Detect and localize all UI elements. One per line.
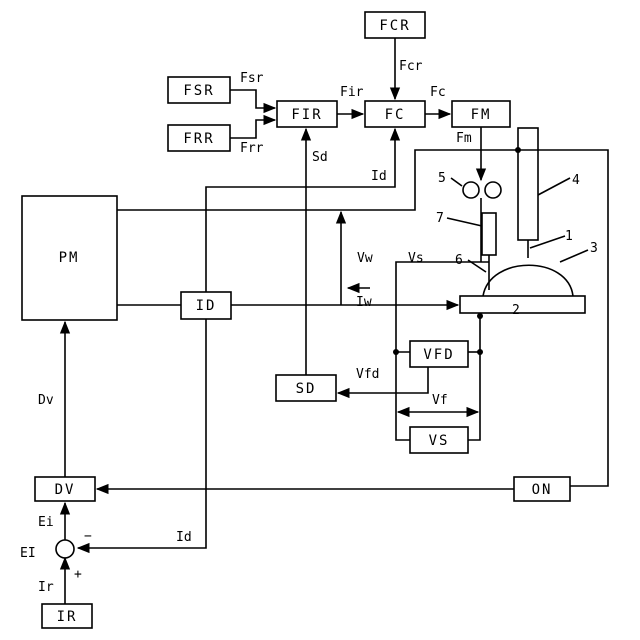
- label-iw: Iw: [356, 295, 372, 310]
- block-sd: SD: [276, 375, 336, 401]
- label-fsr: Fsr: [240, 71, 264, 86]
- part-5: 5: [438, 171, 446, 186]
- svg-text:FSR: FSR: [183, 83, 214, 99]
- label-fir: Fir: [340, 85, 364, 100]
- svg-text:DV: DV: [55, 482, 76, 498]
- signal-labels: Fcr Fsr Frr Fir Fc Fm Sd Id Vw Vs Iw Vfd…: [20, 59, 472, 595]
- svg-text:FIR: FIR: [291, 107, 322, 123]
- label-ei: Ei: [38, 515, 54, 530]
- summing-junction: [56, 540, 74, 558]
- label-vfd: Vfd: [356, 367, 379, 382]
- part-3: 3: [590, 241, 598, 256]
- welding-apparatus: [460, 128, 585, 313]
- svg-text:FRR: FRR: [183, 131, 214, 147]
- label-id-top: Id: [371, 169, 387, 184]
- label-fcr: Fcr: [399, 59, 423, 74]
- label-minus: −: [84, 529, 92, 544]
- block-on: ON: [514, 477, 570, 501]
- block-fm: FM: [452, 101, 510, 127]
- part-1: 1: [565, 229, 573, 244]
- label-fm: Fm: [456, 131, 472, 146]
- svg-text:VFD: VFD: [423, 347, 454, 363]
- part-7: 7: [436, 211, 444, 226]
- svg-text:IR: IR: [57, 609, 78, 625]
- block-dv: DV: [35, 477, 95, 501]
- block-vfd: VFD: [410, 341, 468, 367]
- block-vs: VS: [410, 427, 468, 453]
- label-vw: Vw: [357, 251, 373, 266]
- svg-text:ID: ID: [196, 298, 217, 314]
- part-6: 6: [455, 253, 463, 268]
- svg-text:ON: ON: [532, 482, 553, 498]
- block-fsr: FSR: [168, 77, 230, 103]
- top-connections: [230, 38, 481, 180]
- label-plus: +: [74, 567, 82, 582]
- block-fc: FC: [365, 101, 425, 127]
- label-ir: Ir: [38, 580, 54, 595]
- label-frr: Frr: [240, 141, 264, 156]
- svg-text:VS: VS: [429, 433, 450, 449]
- svg-text:PM: PM: [59, 250, 80, 266]
- block-pm: PM: [22, 196, 117, 320]
- label-ei-node: EI: [20, 546, 36, 561]
- svg-text:FM: FM: [471, 107, 492, 123]
- block-id: ID: [181, 292, 231, 319]
- svg-text:FCR: FCR: [379, 18, 410, 34]
- svg-text:FC: FC: [385, 107, 406, 123]
- label-sd: Sd: [312, 150, 328, 165]
- block-ir: IR: [42, 604, 92, 628]
- label-id-bottom: Id: [176, 530, 192, 545]
- block-fcr: FCR: [365, 12, 425, 38]
- label-dv: Dv: [38, 393, 54, 408]
- part-4: 4: [572, 173, 580, 188]
- label-vs: Vs: [408, 251, 424, 266]
- block-frr: FRR: [168, 125, 230, 151]
- block-fir: FIR: [277, 101, 337, 127]
- label-fc: Fc: [430, 85, 446, 100]
- part-2: 2: [512, 303, 520, 318]
- label-vf: Vf: [432, 393, 448, 408]
- svg-text:SD: SD: [296, 381, 317, 397]
